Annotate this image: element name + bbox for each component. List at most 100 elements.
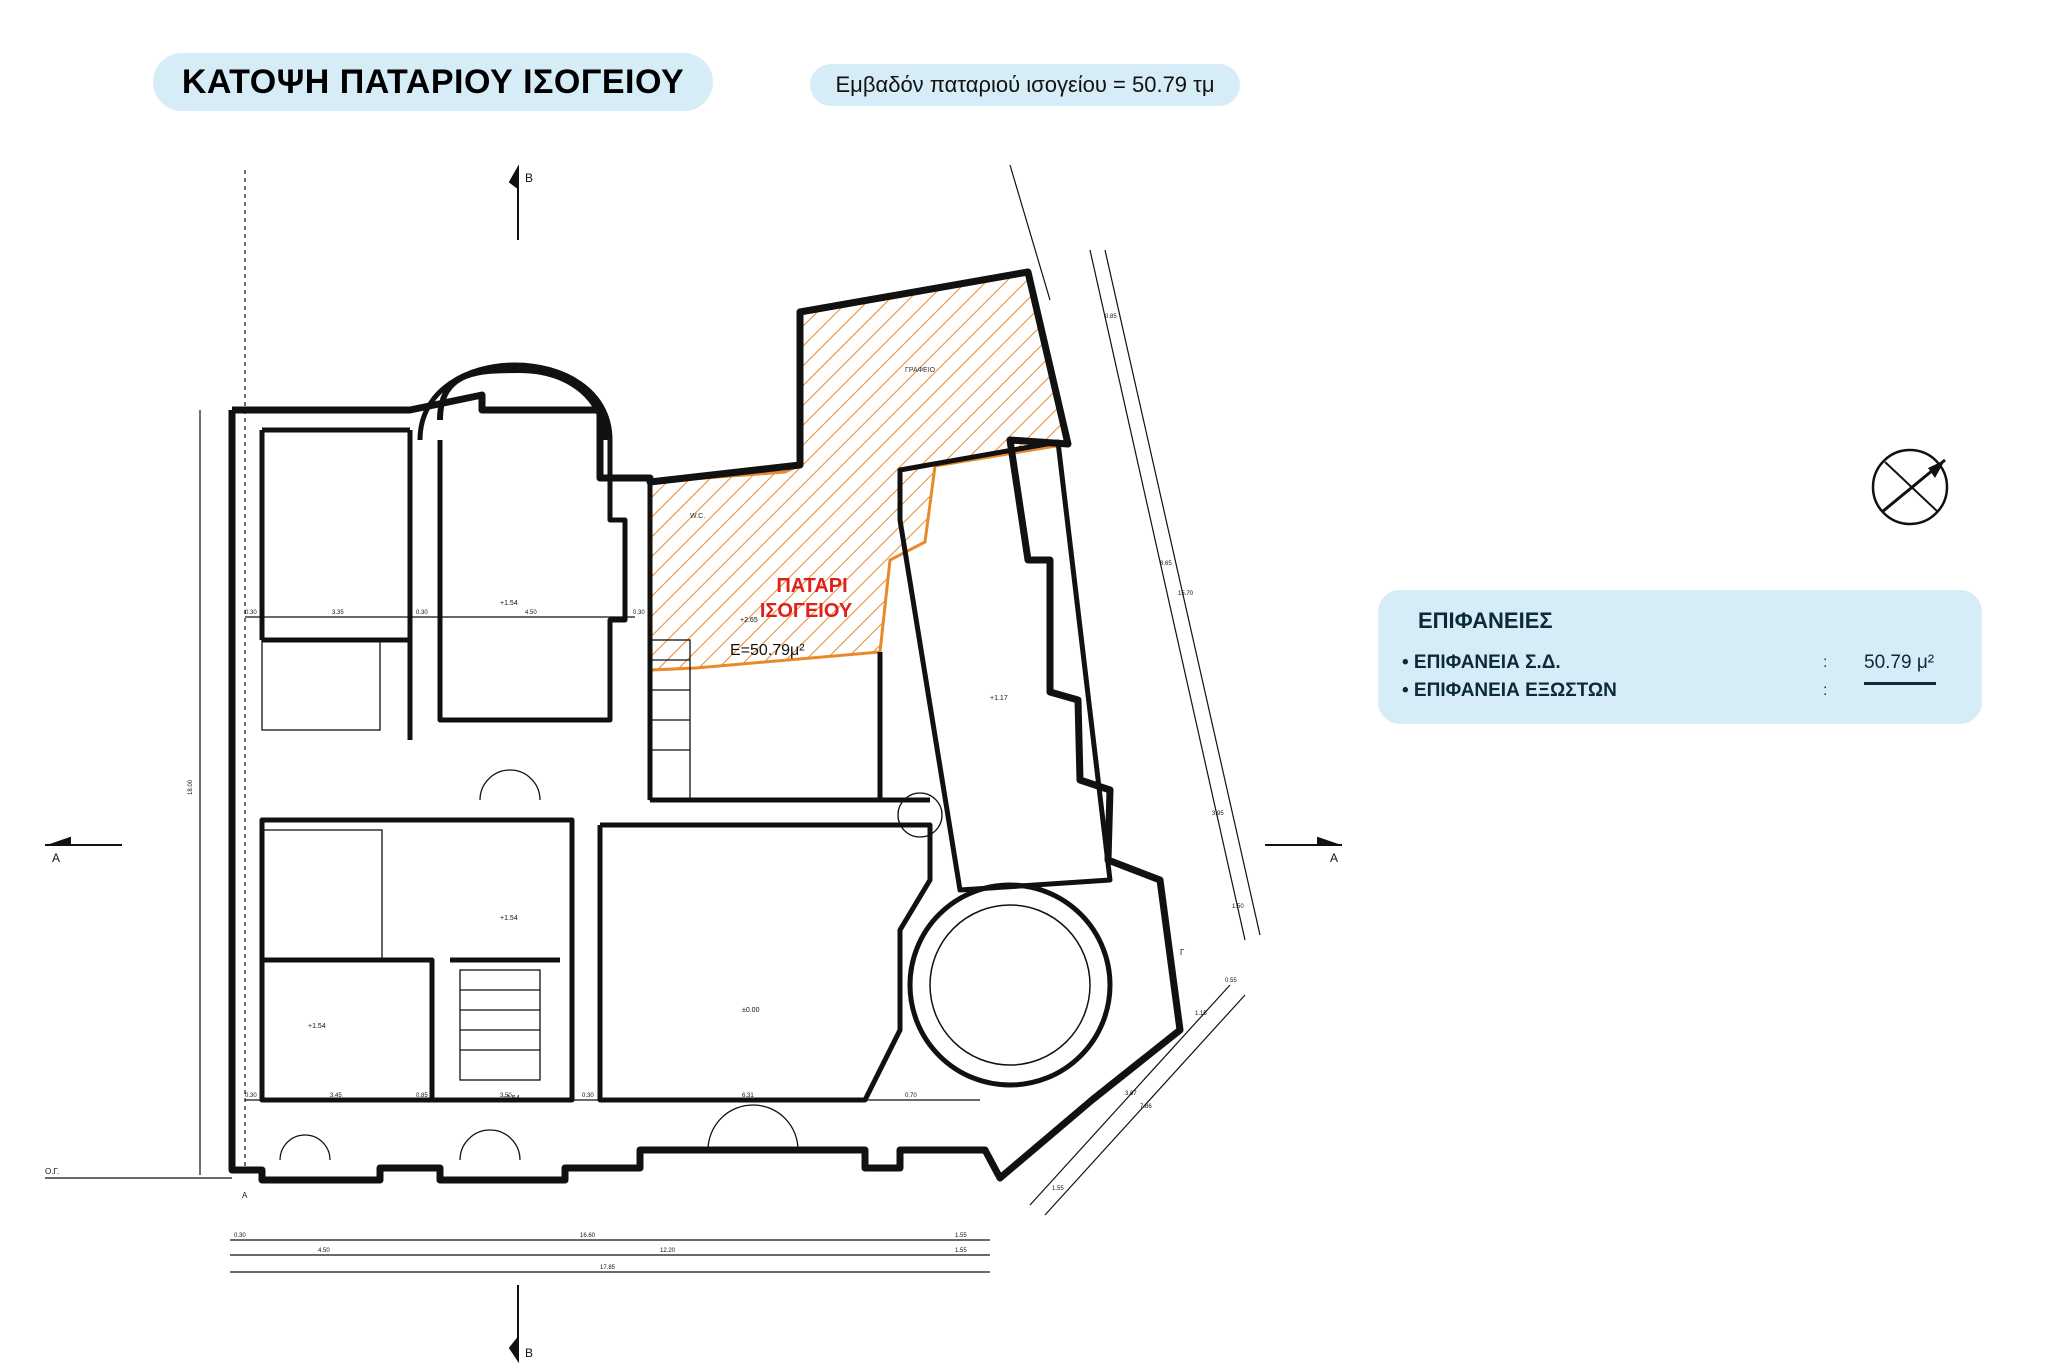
surface-row-label: • ΕΠΙΦΑΝΕΙΑ Σ.Δ. (1402, 652, 1561, 673)
section-arrow (508, 164, 519, 190)
dim-label: 1.50 (1232, 904, 1244, 910)
interior-wall (259, 427, 413, 740)
dim-label: 3.67 (1125, 1091, 1137, 1097)
dim-label: 7.86 (1140, 1104, 1152, 1110)
dim-label: 0.30 (582, 1093, 594, 1099)
dim-label: 3.45 (330, 1093, 342, 1099)
dim-label: 18.00 (188, 779, 194, 795)
dim-label: 0.30 (416, 610, 428, 616)
room-label-office: ΓΡΑΦΕΙΟ (905, 367, 936, 374)
dim-line (1089, 249, 1246, 941)
dim-line (1104, 249, 1261, 936)
page-title: ΚΑΤΟΨΗ ΠΑΤΑΡΙΟΥ ΙΣΟΓΕΙΟΥ (153, 53, 713, 111)
section-letter-bottom: Β (525, 1346, 533, 1360)
section-arrow (508, 1335, 519, 1364)
mezzanine-area: Ε=50.79μ² (730, 642, 805, 659)
dim-label: 12.20 (660, 1248, 676, 1254)
mezzanine-label-2: ΙΣΟΓΕΙΟΥ (760, 600, 853, 622)
og-label: Ο.Γ. (45, 1167, 59, 1176)
outer-wall (228, 268, 1184, 1184)
dim-label: 0.70 (905, 1093, 917, 1099)
surface-empty-dash (1864, 682, 1936, 685)
door-arc (509, 769, 541, 801)
level-mark: +1.54 (500, 600, 518, 607)
gamma-label: Γ (1180, 948, 1185, 957)
level-mark: +1.17 (990, 695, 1008, 702)
dim-label: 0.30 (633, 610, 645, 616)
stair (261, 829, 383, 961)
dim-label: 0.30 (234, 1233, 246, 1239)
door-arc (489, 1129, 521, 1161)
section-markers (45, 164, 1342, 1364)
dim-label: 3.35 (332, 610, 344, 616)
door-arc (304, 1134, 331, 1161)
stair (459, 969, 541, 1081)
door-arc (479, 769, 511, 801)
surface-row-label: • ΕΠΙΦΑΝΕΙΑ ΕΞΩΣΤΩΝ (1402, 680, 1617, 701)
rotunda (907, 882, 1113, 1088)
dim-label: 1.55 (955, 1233, 967, 1239)
dimension-labels: 0.30 16.60 1.55 4.50 12.20 1.55 17.85 18… (188, 314, 1244, 1271)
dim-label: 6.31 (742, 1093, 754, 1099)
mezzanine-label-1: ΠΑΤΑΡΙ (776, 575, 847, 597)
level-mark: +1.54 (500, 915, 518, 922)
dim-label: 3.95 (1212, 811, 1224, 817)
dim-label: 16.60 (580, 1233, 596, 1239)
column (897, 792, 943, 838)
dim-label: 1.15 (1195, 1011, 1207, 1017)
level-mark: +1.54 (502, 1095, 520, 1102)
mezzanine-hatch (648, 270, 1070, 672)
surfaces-panel: ΕΠΙΦΑΝΕΙΕΣ • ΕΠΙΦΑΝΕΙΑ Σ.Δ. : 50.79 μ² •… (1378, 590, 1982, 724)
rotunda-inner (929, 904, 1091, 1066)
title-text: ΚΑΤΟΨΗ ΠΑΤΑΡΙΟΥ ΙΣΟΓΕΙΟΥ (181, 62, 685, 101)
dim-line (1029, 984, 1231, 1206)
stair (261, 639, 381, 731)
dim-label: 8.65 (1160, 561, 1172, 567)
dim-label: 0.30 (245, 1093, 257, 1099)
interior-wall (417, 362, 628, 723)
apse (437, 366, 608, 441)
surfaces-heading: ΕΠΙΦΑΝΕΙΕΣ (1418, 608, 1553, 633)
surface-row-colon: : (1823, 654, 1828, 671)
doors-group (279, 769, 943, 1161)
door-arc (752, 1104, 799, 1151)
surface-row-value: 50.79 μ² (1864, 652, 1935, 673)
dim-label: 0.30 (245, 610, 257, 616)
room-label-wc: W.C. (690, 513, 705, 520)
door-arc (459, 1129, 491, 1161)
surface-row-colon: : (1823, 682, 1828, 699)
section-letter-top: Β (525, 171, 533, 185)
door-arc (707, 1104, 754, 1151)
level-mark: +1.54 (308, 1023, 326, 1030)
interior-wall (897, 439, 1113, 893)
dim-label: 15.70 (1178, 591, 1194, 597)
section-letter-left: Α (52, 851, 60, 865)
dim-label: 3.50 (500, 1093, 512, 1099)
dim-label: 1.55 (1052, 1186, 1064, 1192)
north-head (1928, 460, 1945, 478)
area-note: Εμβαδόν παταριού ισογείου = 50.79 τμ (810, 64, 1240, 106)
level-mark: +2.65 (740, 617, 758, 624)
dim-label: 0.55 (1225, 978, 1237, 984)
dim-label: 4.50 (525, 610, 537, 616)
level-mark: ±0.00 (742, 1007, 760, 1014)
dim-label: 0.85 (1105, 314, 1117, 320)
alpha-label: Α (242, 1191, 248, 1200)
section-arrow (49, 836, 71, 846)
dim-label: 1.55 (955, 1248, 967, 1254)
section-letter-right: Α (1330, 851, 1338, 865)
door-arc (279, 1134, 306, 1161)
dim-line (1044, 994, 1246, 1216)
north-line (1884, 461, 1939, 513)
north-arrow (1871, 448, 1949, 526)
dim-label: 0.85 (416, 1093, 428, 1099)
section-arrow (1317, 836, 1339, 846)
dim-label: 17.85 (600, 1265, 616, 1271)
dimension-lines (45, 164, 1261, 1273)
property-line (1009, 164, 1051, 301)
area-note-text: Εμβαδόν παταριού ισογείου = 50.79 τμ (835, 72, 1215, 97)
interior-wall (597, 822, 933, 1103)
dim-label: 4.50 (318, 1248, 330, 1254)
stairs-group (261, 639, 691, 1081)
